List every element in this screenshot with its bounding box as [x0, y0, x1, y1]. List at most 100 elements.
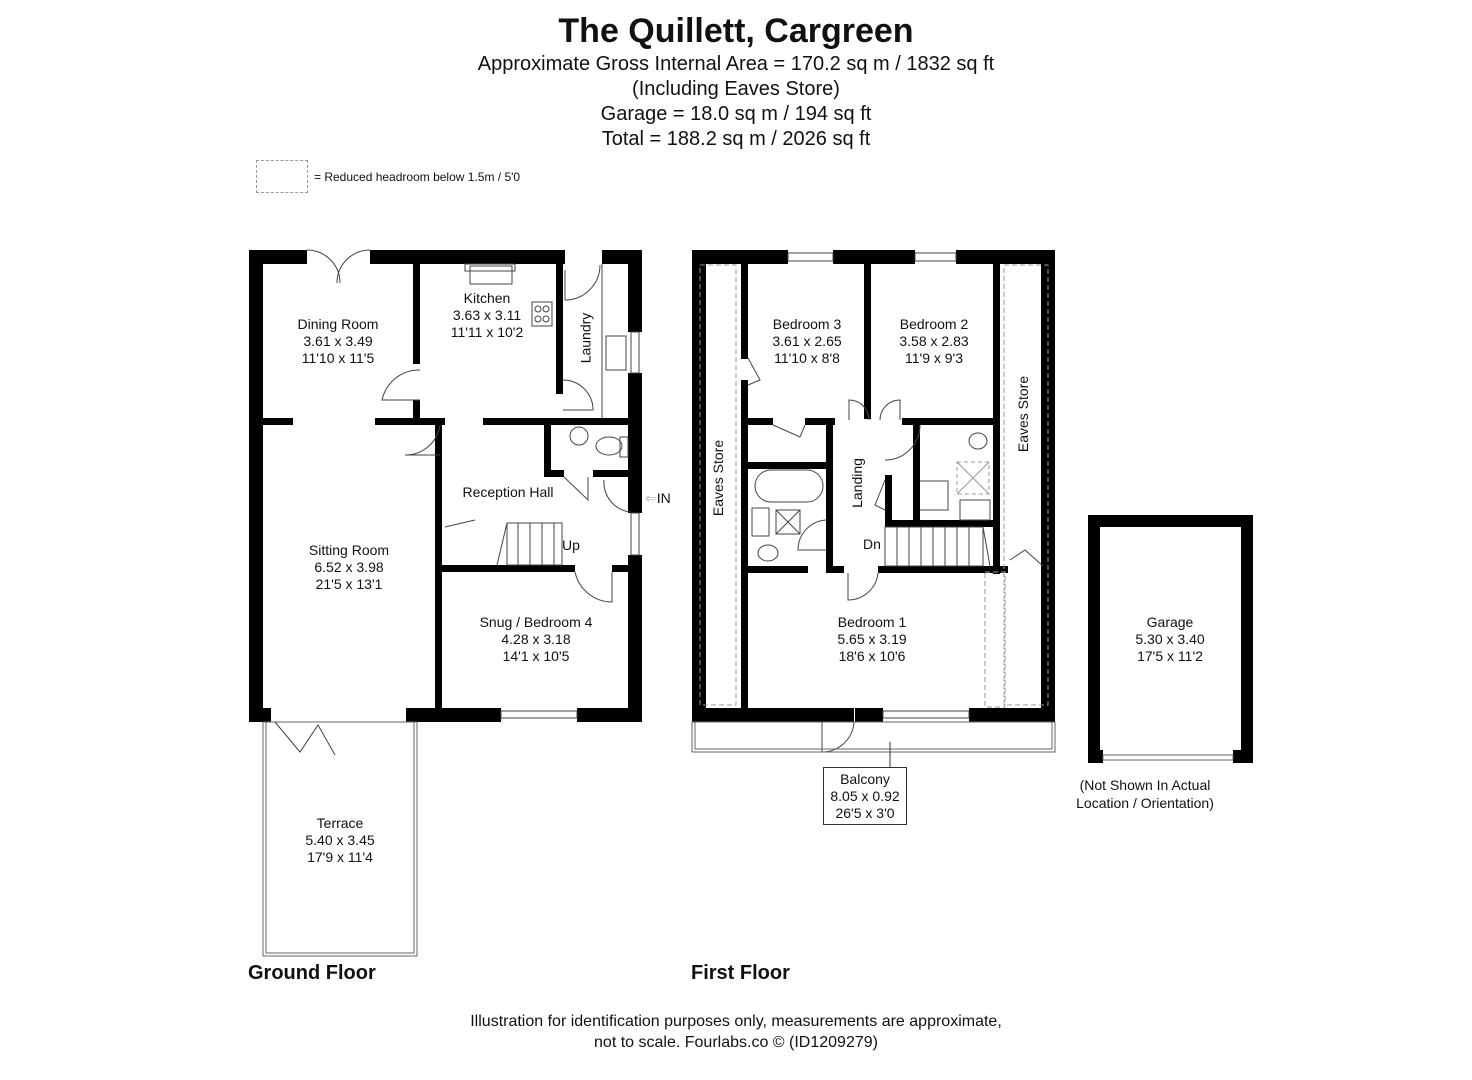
bedroom2-window [914, 252, 957, 262]
reduced-headroom-area [956, 461, 990, 495]
door-swing-icon [381, 369, 421, 401]
room-imperial: 21'5 x 13'1 [315, 576, 383, 592]
door-swing-icon [404, 424, 441, 456]
legend-text: = Reduced headroom below 1.5m / 5'0 [314, 169, 521, 184]
basin-icon [751, 507, 770, 537]
door-swing-icon [747, 357, 761, 386]
room-name: Reception Hall [462, 484, 554, 500]
door-swing-icon [772, 424, 806, 438]
first-floor-fixtures [691, 252, 1056, 767]
snug-window [500, 710, 578, 719]
room-metric: 6.52 x 3.98 [314, 559, 384, 575]
entrance-arrow-icon: ⇐ [645, 490, 657, 506]
plan-header: The Quillett, Cargreen Approximate Gross… [0, 10, 1472, 152]
door-swing-icon [564, 264, 601, 301]
room-kitchen: Kitchen 3.63 x 3.11 11'11 x 10'2 [451, 290, 524, 341]
bifold-door-icon [274, 721, 336, 756]
room-name: Garage [1146, 614, 1194, 630]
staircase-icon [444, 519, 563, 566]
kitchen-sink-icon [469, 265, 513, 285]
room-snug-bedroom-4: Snug / Bedroom 4 4.28 x 3.18 14'1 x 10'5 [480, 614, 593, 665]
room-imperial: 11'10 x 8'8 [774, 350, 840, 366]
first-floor-label: First Floor [691, 962, 790, 984]
disclaimer-line-1: Illustration for identification purposes… [470, 1013, 1002, 1030]
first-floor-walls [692, 250, 1055, 722]
room-metric: 5.40 x 3.45 [305, 832, 375, 848]
room-name: Bedroom 2 [899, 316, 969, 332]
basin-icon [569, 426, 589, 446]
terrace-outline [262, 721, 418, 957]
room-name: Kitchen [463, 290, 511, 306]
shower-tray-icon [920, 480, 949, 511]
room-imperial: 18'6 x 10'6 [838, 648, 906, 664]
room-name: Sitting Room [308, 542, 390, 558]
double-door-icon [848, 399, 901, 421]
staircase-icon [884, 526, 991, 567]
room-imperial: 11'9 x 9'3 [904, 350, 964, 366]
ground-floor-walls [249, 250, 642, 722]
room-metric: 5.65 x 3.19 [837, 631, 907, 647]
room-bedroom-1: Bedroom 1 5.65 x 3.19 18'6 x 10'6 [837, 614, 906, 665]
total-area-line: Total = 188.2 sq m / 2026 sq ft [601, 128, 871, 150]
room-eaves-store-left: Eaves Store [710, 439, 727, 517]
room-name: Snug / Bedroom 4 [479, 614, 593, 630]
stairs-down-label: Dn [863, 536, 881, 552]
eaves-note-line: (Including Eaves Store) [632, 78, 840, 100]
door-swing-icon [797, 519, 827, 551]
ground-floor-fixtures [262, 249, 640, 957]
room-dining-room: Dining Room 3.61 x 3.49 11'10 x 11'5 [298, 316, 379, 367]
balcony-outline [691, 721, 1056, 753]
room-reception-hall: Reception Hall [462, 484, 553, 501]
room-metric: 4.28 x 3.18 [501, 631, 571, 647]
room-name: Terrace [316, 815, 364, 831]
door-swing-icon [874, 479, 886, 511]
room-bedroom-2: Bedroom 2 3.58 x 2.83 11'9 x 9'3 [899, 316, 968, 367]
room-name: Dining Room [297, 316, 379, 332]
room-balcony: Balcony 8.05 x 0.92 26'5 x 3'0 [823, 767, 907, 825]
room-name: Bedroom 3 [772, 316, 842, 332]
room-metric: 3.58 x 2.83 [899, 333, 969, 349]
door-swing-icon [1009, 549, 1044, 567]
door-swing-icon [562, 379, 594, 411]
room-laundry: Laundry [577, 312, 594, 364]
garage-door [1102, 754, 1234, 761]
toilet-icon [595, 436, 623, 456]
property-title: The Quillett, Cargreen [558, 12, 914, 50]
door-swing-icon [847, 572, 879, 601]
room-name: Balcony [840, 771, 890, 787]
room-terrace: Terrace 5.40 x 3.45 17'9 x 11'4 [305, 815, 374, 866]
room-metric: 3.61 x 3.49 [303, 333, 373, 349]
french-doors-icon [306, 249, 371, 284]
disclaimer-footer: Illustration for identification purposes… [0, 1011, 1472, 1053]
front-door-swing-icon [603, 479, 631, 513]
bedroom1-window [882, 710, 970, 719]
room-landing: Landing [848, 458, 865, 508]
room-imperial: 17'5 x 11'2 [1137, 648, 1203, 664]
room-eaves-store-right: Eaves Store [1015, 375, 1032, 453]
garage-walls [1088, 515, 1253, 763]
bath-icon [754, 469, 824, 503]
balcony-door-swing-icon [821, 721, 855, 753]
kitchen-window [464, 263, 516, 272]
dashed-rectangle-icon [256, 160, 308, 193]
toilet-icon [757, 544, 779, 562]
gross-area-line: Approximate Gross Internal Area = 170.2 … [477, 53, 995, 75]
room-name: Bedroom 1 [837, 614, 907, 630]
room-metric: 3.61 x 2.65 [772, 333, 842, 349]
eaves-store-right-outline [1003, 264, 1049, 706]
room-metric: 8.05 x 0.92 [830, 788, 900, 804]
room-imperial: 17'9 x 11'4 [307, 849, 373, 865]
wc-door-icon [563, 476, 589, 502]
entrance-text: IN [656, 490, 671, 506]
room-imperial: 26'5 x 3'0 [835, 805, 895, 821]
room-bedroom-3: Bedroom 3 3.61 x 2.65 11'10 x 8'8 [772, 316, 841, 367]
basin-icon [959, 499, 991, 521]
bedroom3-window [787, 252, 834, 262]
eaves-store-left-outline [699, 264, 737, 706]
toilet-icon [968, 432, 988, 450]
entrance-label: ⇐IN [645, 490, 671, 507]
laundry-window [630, 331, 640, 374]
stairs-up-label: Up [562, 537, 580, 553]
room-imperial: 11'11 x 10'2 [450, 324, 524, 340]
